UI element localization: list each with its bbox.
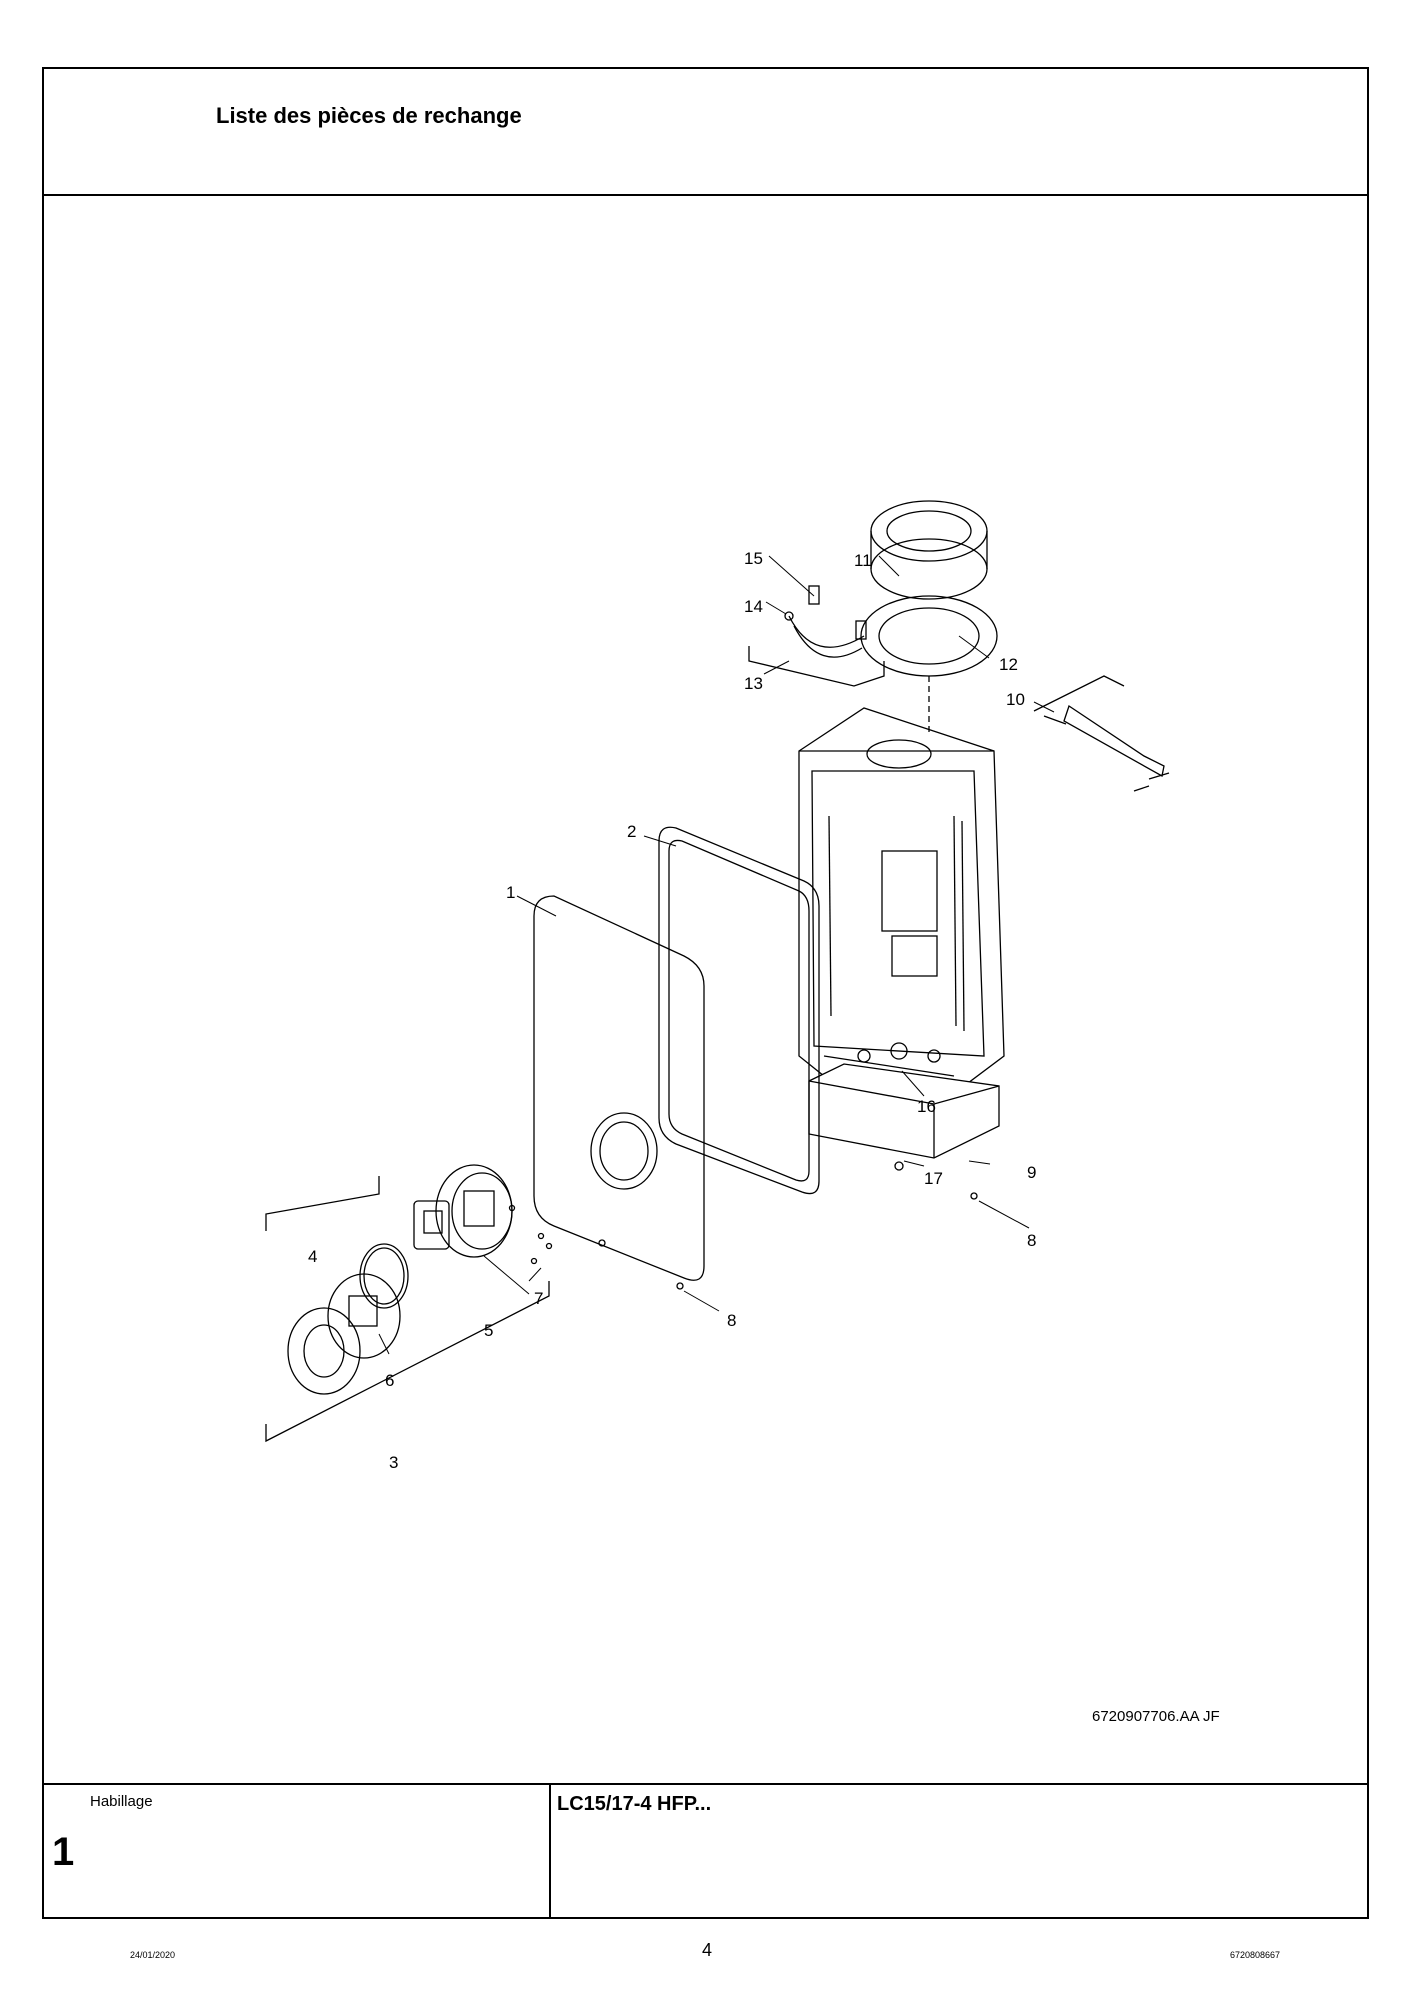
part-label: 6 bbox=[385, 1371, 394, 1390]
group-number: 1 bbox=[52, 1830, 75, 1874]
page-frame: Liste des pièces de rechange bbox=[42, 67, 1369, 1919]
part-label: 14 bbox=[744, 597, 763, 616]
page-number: 4 bbox=[702, 1940, 713, 1960]
part-label: 4 bbox=[308, 1247, 317, 1266]
control-housing-part bbox=[435, 1164, 513, 1258]
part-label: 5 bbox=[484, 1321, 493, 1340]
clamp-bracket-part bbox=[748, 585, 885, 687]
part-label: 12 bbox=[999, 655, 1018, 674]
wall-bracket-part bbox=[1033, 675, 1170, 792]
part-label: 8 bbox=[727, 1311, 736, 1330]
part-label: 13 bbox=[744, 674, 763, 693]
screws bbox=[508, 1161, 978, 1290]
group-name: Habillage bbox=[90, 1793, 153, 1810]
model-name: LC15/17-4 HFP... bbox=[557, 1793, 712, 1815]
part-label: 17 bbox=[924, 1169, 943, 1188]
part-label: 9 bbox=[1027, 1163, 1036, 1182]
document-number: 6720808667 bbox=[1230, 1950, 1281, 1960]
front-cover-part bbox=[533, 895, 705, 1281]
part-label: 11 bbox=[854, 551, 872, 570]
group-bracket-3 bbox=[265, 1281, 550, 1443]
exploded-view-drawing: 1 2 3 4 5 6 7 8 8 9 10 11 12 13 14 15 16… bbox=[44, 196, 1367, 1794]
part-label: 1 bbox=[506, 883, 515, 902]
part-label: 7 bbox=[534, 1289, 543, 1308]
print-date: 24/01/2020 bbox=[130, 1950, 176, 1960]
group-bracket-4 bbox=[265, 1176, 380, 1231]
exploded-view-svg: 1 2 3 4 5 6 7 8 8 9 10 11 12 13 14 15 16… bbox=[265, 500, 1170, 1472]
page-title: Liste des pièces de rechange bbox=[216, 103, 522, 128]
casing-part bbox=[798, 707, 1005, 1102]
part-label: 16 bbox=[917, 1097, 936, 1116]
part-label: 2 bbox=[627, 822, 636, 841]
part-labels: 1 2 3 4 5 6 7 8 8 9 10 11 12 13 14 15 16… bbox=[308, 549, 1036, 1472]
frame-gasket-part bbox=[658, 826, 820, 1195]
part-label: 8 bbox=[1027, 1231, 1036, 1250]
display-board-part bbox=[413, 1200, 450, 1250]
part-label: 10 bbox=[1006, 690, 1025, 709]
part-label: 15 bbox=[744, 549, 763, 568]
part-label: 3 bbox=[389, 1453, 398, 1472]
display-bezel-part bbox=[287, 1243, 409, 1395]
footer-divider bbox=[549, 1785, 551, 1917]
leader-lines bbox=[378, 555, 1055, 1355]
flue-adapter-part bbox=[860, 500, 998, 736]
header: Liste des pièces de rechange bbox=[44, 69, 1367, 196]
drawing-reference: 6720907706.AA JF bbox=[1092, 1708, 1220, 1725]
footer: Habillage 1 LC15/17-4 HFP... bbox=[44, 1783, 1367, 1917]
